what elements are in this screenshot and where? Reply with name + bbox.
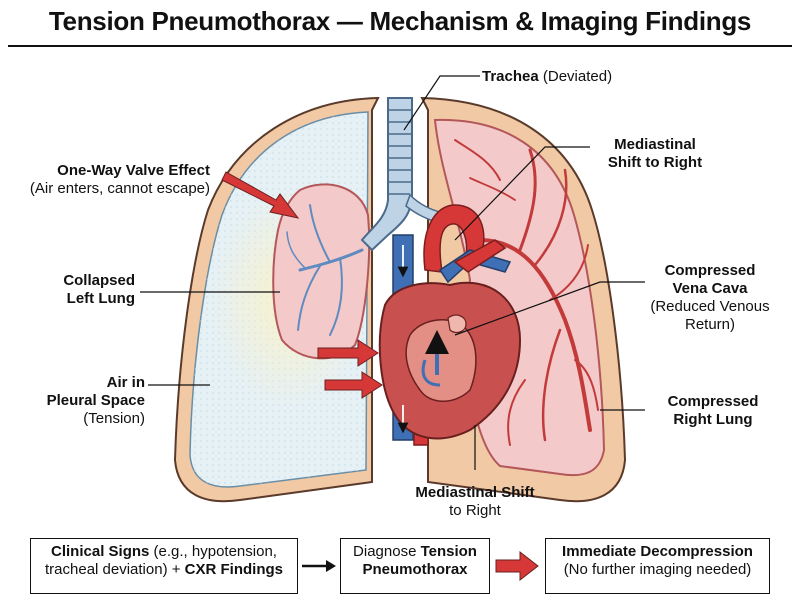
pulmonary-vein xyxy=(438,249,512,284)
leader-lines xyxy=(140,75,645,470)
heart-valve xyxy=(447,314,467,334)
decompression-box: Immediate Decompression(No further imagi… xyxy=(545,538,770,594)
trachea xyxy=(360,97,441,252)
flow-arrow-2 xyxy=(495,550,539,582)
page-title: Tension Pneumothorax — Mechanism & Imagi… xyxy=(48,6,752,36)
flow-arrow-1 xyxy=(302,560,336,572)
clinical-signs-box: Clinical Signs (e.g., hypotension, trach… xyxy=(30,538,298,594)
pressure-arrow-bottom xyxy=(324,371,383,399)
valve-label: One-Way Valve Effect(Air enters, cannot … xyxy=(29,162,210,197)
diagnose-box: Diagnose Tension Pneumothorax xyxy=(340,538,490,594)
pulmonary-artery xyxy=(453,239,507,273)
right-lung-vessels xyxy=(454,139,599,446)
blood-flow-curve xyxy=(421,359,441,387)
title-divider xyxy=(8,45,792,47)
trachea-label: Trachea (Deviated) xyxy=(482,68,613,85)
left-lung-bronchi xyxy=(286,204,364,336)
pressure-arrow-top xyxy=(317,339,379,367)
valve-arrow xyxy=(221,171,300,219)
